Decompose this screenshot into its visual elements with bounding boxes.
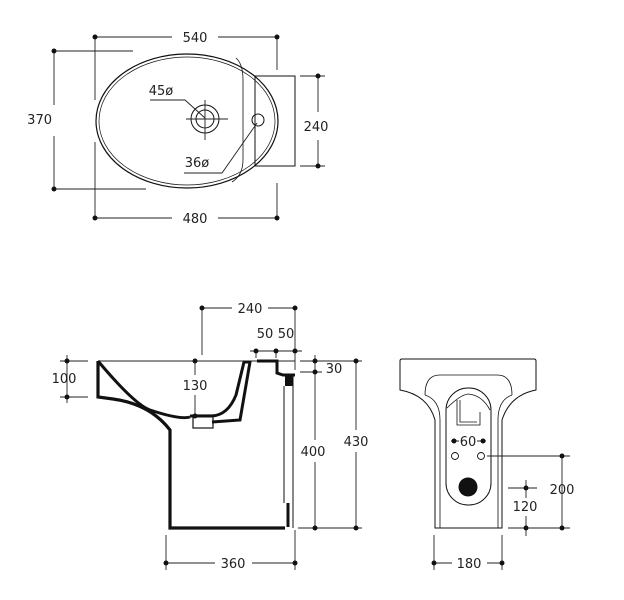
bowl-deck-line: [231, 57, 244, 183]
base-width-dimension-lines: [433, 535, 503, 570]
tap-offset-dimension-lines: [201, 307, 296, 370]
back-width-label: 240: [304, 120, 329, 135]
waste-outlet: [192, 414, 214, 429]
bowl-inner-profile: [96, 360, 191, 420]
overall-depth-label: 370: [27, 113, 52, 128]
waste-trap-top: [446, 393, 491, 411]
waste-height-label: 120: [513, 500, 538, 515]
total-height-label: 430: [344, 435, 369, 450]
fixing-hole-left: [451, 452, 459, 460]
fixing-height-label: 200: [550, 483, 575, 498]
top-thickness-label: 30: [326, 362, 343, 377]
waste-outlet-profile: [190, 360, 252, 424]
height-extension-lines: [298, 360, 362, 529]
back-width-dimension-lines: [300, 75, 325, 167]
tap-hole-leader: [150, 99, 206, 119]
side-view: 240 50 50 100 130 30 400 430 360: [52, 302, 369, 572]
front-outline: [399, 358, 537, 529]
base-depth-label: 360: [221, 557, 246, 572]
base-depth-dimension-lines: [165, 530, 296, 570]
column-inner-lines: [424, 394, 513, 528]
overall-width-label: 540: [183, 31, 208, 46]
offset-b-label: 50: [278, 327, 295, 342]
tap-hole-crosshair: [186, 100, 228, 140]
depth-dimension-lines: [53, 50, 146, 190]
waste-trap-outline: [456, 400, 481, 426]
offset-a-label: 50: [257, 327, 274, 342]
wall-fixing-block: [285, 374, 293, 386]
height-to-rim-label: 400: [301, 445, 326, 460]
wall-line: [283, 375, 294, 528]
overflow-hole-label: 36ø: [185, 156, 210, 171]
rear-opening: [445, 387, 492, 506]
overflow-hole-leader: [184, 122, 258, 174]
back-tab-outline: [254, 75, 296, 167]
back-deck-profile: [257, 359, 295, 377]
tap-offset-label: 240: [238, 302, 263, 317]
pedestal-front-profile: [96, 361, 285, 530]
bowl-depth-label: 130: [183, 379, 208, 394]
bowl-inner-rim: [98, 56, 276, 186]
bowl-outer-rim: [95, 53, 279, 189]
overflow-hole: [251, 113, 265, 127]
waste-hole: [458, 477, 478, 497]
fixing-hole-right: [477, 452, 485, 460]
front-inner-rim: [424, 374, 513, 396]
top-view: 45ø 36ø 540 370 240 480: [27, 31, 328, 227]
fixing-spacing-label: 60: [460, 435, 477, 450]
rim-depth-label: 100: [52, 372, 77, 387]
front-view: 60 200 120 180: [399, 358, 575, 572]
base-width-label: 180: [457, 557, 482, 572]
fixing-height-dimension-lines: [487, 455, 570, 536]
tap-hole-label: 45ø: [149, 84, 174, 99]
width-dimension-lines: [94, 36, 278, 218]
bowl-width-label: 480: [183, 212, 208, 227]
